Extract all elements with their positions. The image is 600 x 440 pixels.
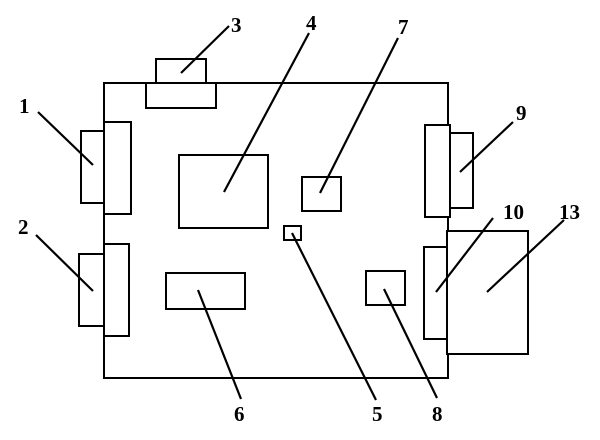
- component-10: [423, 246, 449, 340]
- leader-4: [223, 32, 310, 193]
- label-9: 9: [516, 101, 527, 125]
- label-10: 10: [503, 200, 524, 224]
- component-1-inner: [103, 121, 132, 215]
- leader-5: [291, 232, 377, 401]
- label-5: 5: [372, 402, 383, 426]
- label-4: 4: [306, 11, 317, 35]
- component-1-outer: [80, 130, 107, 204]
- component-3-base: [145, 82, 217, 109]
- label-3: 3: [231, 13, 242, 37]
- leader-3: [180, 25, 230, 74]
- label-7: 7: [398, 15, 409, 39]
- leader-13: [486, 219, 565, 293]
- leader-1: [37, 111, 94, 166]
- component-6: [165, 272, 246, 310]
- component-2-outer: [78, 253, 105, 327]
- component-9-inner: [424, 124, 451, 218]
- label-8: 8: [432, 402, 443, 426]
- label-1: 1: [19, 94, 30, 118]
- leader-6: [196, 289, 243, 400]
- leader-7: [319, 37, 399, 194]
- leader-8: [383, 288, 438, 399]
- main-housing: [103, 82, 449, 379]
- label-2: 2: [18, 215, 29, 239]
- leader-10: [435, 217, 494, 293]
- label-6: 6: [234, 402, 245, 426]
- leader-9: [459, 121, 514, 173]
- component-8: [365, 270, 406, 306]
- leader-2: [35, 234, 94, 292]
- label-13: 13: [559, 200, 580, 224]
- component-7: [301, 176, 342, 212]
- component-2-inner: [103, 243, 130, 337]
